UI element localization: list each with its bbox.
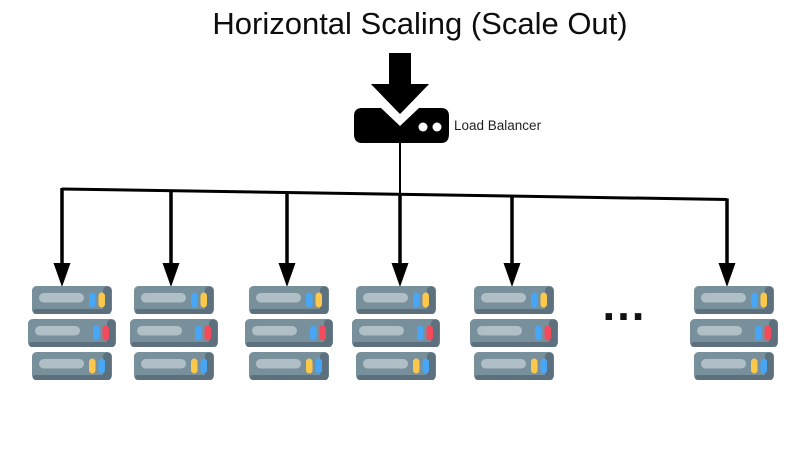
server-rack-unit — [130, 319, 218, 347]
server-icon — [28, 286, 116, 380]
lb-indicator-dot — [432, 122, 442, 132]
server-icon — [130, 286, 218, 380]
server-rack-unit — [134, 352, 214, 380]
server-rack-unit — [694, 352, 774, 380]
load-balancer-icon — [354, 50, 449, 143]
lb-indicator-dot — [418, 122, 428, 132]
server-icon — [245, 286, 333, 380]
server-icon — [352, 286, 440, 380]
server-rack-unit — [356, 286, 436, 314]
arrow-to-server-1 — [53, 188, 71, 287]
distribution-line — [61, 187, 728, 201]
server-rack-unit — [474, 286, 554, 314]
server-rack-unit — [690, 319, 778, 347]
server-rack-unit — [249, 286, 329, 314]
server-rack-unit — [32, 352, 112, 380]
server-rack-unit — [356, 352, 436, 380]
more-servers-ellipsis: … — [600, 278, 648, 330]
server-rack-unit — [474, 352, 554, 380]
server-rack-unit — [249, 352, 329, 380]
arrow-to-server-4 — [391, 193, 409, 287]
diagram-title: Horizontal Scaling (Scale Out) — [212, 6, 628, 41]
server-icon — [690, 286, 778, 380]
server-rack-unit — [352, 319, 440, 347]
arrow-to-server-3 — [278, 191, 296, 287]
server-rack-unit — [28, 319, 116, 347]
server-rack-unit — [694, 286, 774, 314]
server-rack-unit — [245, 319, 333, 347]
server-icon — [470, 286, 558, 380]
server-rack-unit — [470, 319, 558, 347]
load-balancer-label: Load Balancer — [454, 118, 542, 133]
arrow-to-server-5 — [503, 195, 521, 287]
arrow-to-server-2 — [162, 189, 180, 287]
arrow-to-server-6 — [718, 198, 736, 287]
server-rack-unit — [32, 286, 112, 314]
server-rack-unit — [134, 286, 214, 314]
